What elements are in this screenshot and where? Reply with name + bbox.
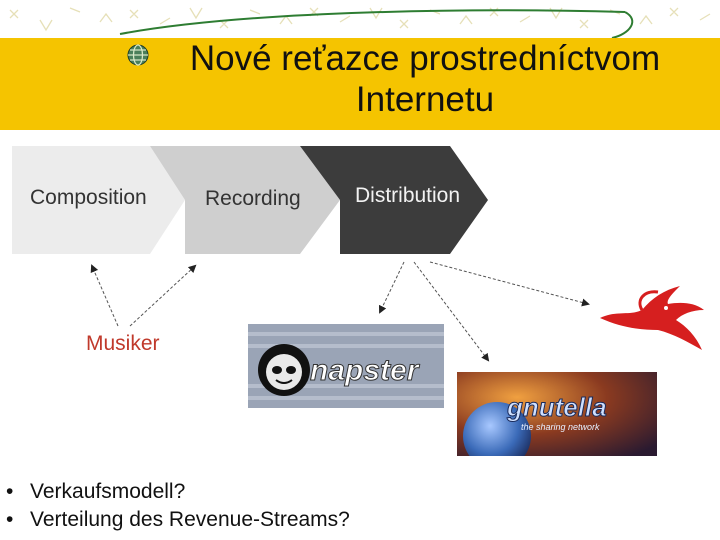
step-label-recording: Recording	[205, 187, 301, 210]
chevron-distribution	[300, 146, 488, 254]
bullet-text: Verkaufsmodell?	[30, 480, 186, 503]
bullet-marker: •	[6, 480, 14, 503]
bullet-text: Verteilung des Revenue-Streams?	[30, 508, 350, 531]
chevron-recording	[150, 146, 340, 254]
arrow-musiker-composition	[90, 264, 119, 327]
musiker-label: Musiker	[86, 332, 160, 355]
napster-cat-icon	[258, 344, 310, 396]
bullet-marker: •	[6, 508, 14, 531]
arrow-distribution-bird	[429, 261, 590, 307]
gnutella-wordmark: gnutella	[506, 392, 607, 422]
title-band	[0, 38, 720, 130]
arrow-distribution-napster	[378, 261, 405, 314]
earth-globe-icon	[463, 402, 531, 456]
slide-title: Nové reťazce prostredníctvom Internetu	[189, 39, 661, 119]
arrow-musiker-recording	[129, 264, 197, 327]
bullet-list: • Verkaufsmodell? • Verteilung des Revenue…	[6, 478, 350, 534]
step-label-distribution: Distribution	[355, 184, 461, 207]
chevron-composition	[12, 146, 185, 254]
bullet-item: • Verteilung des Revenue-Streams?	[6, 506, 350, 534]
gnutella-tagline: the sharing network	[521, 422, 600, 432]
arrow-distribution-gnutella	[413, 261, 490, 362]
value-chain-diagram	[12, 146, 488, 254]
gnutella-logo: gnutella the sharing network	[457, 372, 657, 456]
bullet-globe-icon	[127, 44, 149, 66]
napster-logo: napster	[248, 324, 444, 408]
bullet-item: • Verkaufsmodell?	[6, 478, 350, 506]
step-label-composition: Composition	[30, 186, 147, 209]
napster-wordmark: napster	[310, 354, 421, 387]
red-bird-icon	[600, 286, 704, 350]
